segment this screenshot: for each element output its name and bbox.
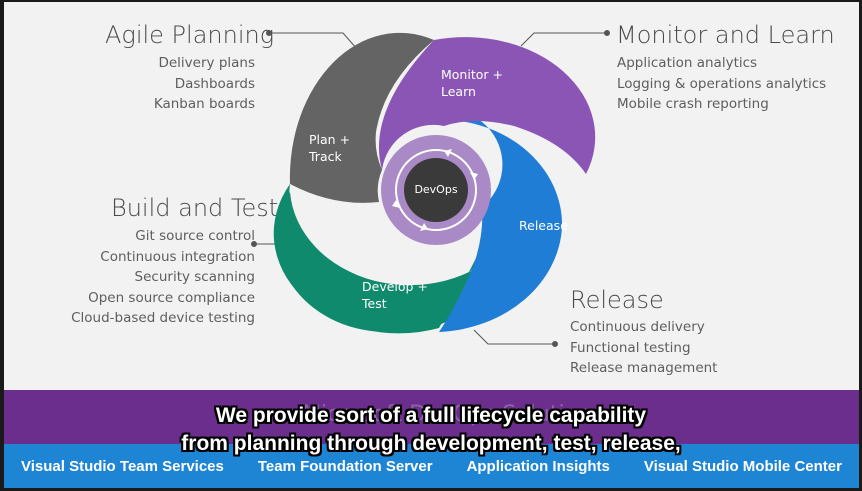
connector-agile: [269, 32, 358, 50]
caption-line-1: We provide sort of a full lifecycle capa…: [215, 404, 647, 427]
connector-release: [473, 329, 555, 345]
solution-banner: Microsoft DevOps Solution: [4, 390, 859, 444]
connector-lines: [251, 30, 610, 347]
build-item: Git source control: [135, 228, 255, 244]
monitor-segment: [378, 37, 596, 174]
plan-segment: [289, 32, 434, 203]
release-heading: Release: [570, 286, 664, 314]
banner-title: Microsoft DevOps Solution: [302, 402, 592, 427]
release-item: Release management: [570, 360, 718, 376]
product-tfs: Team Foundation Server: [257, 457, 433, 475]
slide: Agile Planning Delivery plans Dashboards…: [4, 2, 859, 488]
develop-label-2: Test: [361, 296, 387, 311]
build-item: Continuous integration: [100, 248, 255, 265]
release-label: Release: [519, 218, 568, 233]
release-segment: [414, 110, 563, 332]
product-vsts: Visual Studio Team Services: [20, 457, 224, 475]
develop-label-1: Develop +: [362, 279, 428, 294]
monitor-item: Application analytics: [617, 55, 758, 71]
monitor-label-2: Learn: [441, 84, 476, 99]
monitor-label-1: Monitor +: [441, 67, 503, 82]
release-item: Functional testing: [570, 339, 691, 356]
build-item: Cloud-based device testing: [71, 310, 255, 326]
connector-monitor: [520, 32, 607, 47]
agile-planning-list: Delivery plans Dashboards Kanban boards: [124, 53, 255, 115]
center-core: [404, 158, 468, 222]
arrow-head-icon: [420, 223, 428, 231]
product-app-insights: Application Insights: [466, 457, 610, 475]
agile-planning-heading: Agile Planning: [105, 21, 275, 49]
arrow-head-icon: [470, 172, 478, 180]
monitor-learn-heading: Monitor and Learn: [616, 21, 835, 49]
build-test-heading: Build and Test: [111, 194, 279, 222]
center-label: DevOps: [414, 183, 457, 196]
arrow-head-icon: [392, 200, 400, 208]
product-mobile-center: Visual Studio Mobile Center: [643, 457, 842, 475]
build-item: Open source compliance: [88, 289, 255, 306]
build-item: Security scanning: [134, 269, 255, 285]
agile-item: Dashboards: [174, 75, 255, 92]
products-band: Visual Studio Team Services Team Foundat…: [4, 444, 859, 488]
devops-cycle-diagram: DevOps Plan + Track Monitor + Learn Rele…: [251, 30, 610, 347]
plan-label-1: Plan +: [309, 132, 350, 147]
monitor-item: Mobile crash reporting: [617, 96, 769, 112]
build-test-list: Git source control Continuous integratio…: [64, 226, 255, 329]
monitor-learn-list: Application analytics Logging & operatio…: [617, 53, 826, 115]
release-list: Continuous delivery Functional testing R…: [570, 317, 717, 379]
caption-line-2: from planning through development, test,…: [181, 432, 681, 455]
monitor-item: Logging & operations analytics: [617, 75, 827, 92]
products-list: Visual Studio Team Services Team Foundat…: [4, 444, 859, 488]
arrow-head-icon: [444, 149, 452, 157]
agile-item: Delivery plans: [158, 55, 255, 71]
cycle-arrows-icon: [395, 149, 477, 231]
develop-body: [276, 192, 504, 333]
agile-item: Kanban boards: [153, 96, 255, 112]
plan-label-2: Track: [308, 149, 342, 164]
release-item: Continuous delivery: [570, 319, 705, 335]
